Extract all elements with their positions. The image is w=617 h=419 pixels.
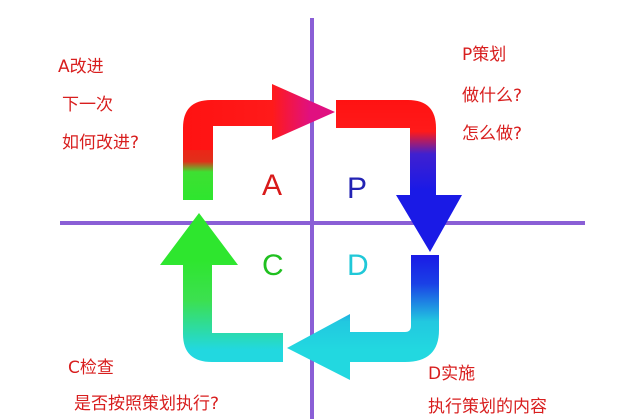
check-arrow	[160, 213, 283, 362]
quadrant-a-letter: A	[262, 169, 283, 202]
plan-arrow	[336, 100, 462, 252]
act-note-title: A改进	[58, 57, 104, 77]
check-note-title: C检查	[68, 358, 114, 378]
quadrant-c-letter: C	[262, 249, 284, 282]
act-arrow	[183, 84, 335, 200]
plan-note-line2: 做什么?	[462, 86, 523, 106]
do-note-title: D实施	[428, 364, 476, 384]
act-note-line3: 如何改进?	[62, 133, 140, 153]
do-note-line2: 执行策划的内容	[428, 397, 547, 417]
check-note-line2: 是否按照策划执行?	[74, 394, 220, 414]
quadrant-p-letter: P	[347, 172, 368, 205]
quadrant-d-letter: D	[347, 249, 369, 282]
plan-note-line3: 怎么做?	[462, 124, 523, 144]
plan-note-title: P策划	[462, 45, 507, 65]
act-note-line2: 下一次	[62, 95, 113, 115]
do-arrow	[287, 255, 439, 380]
